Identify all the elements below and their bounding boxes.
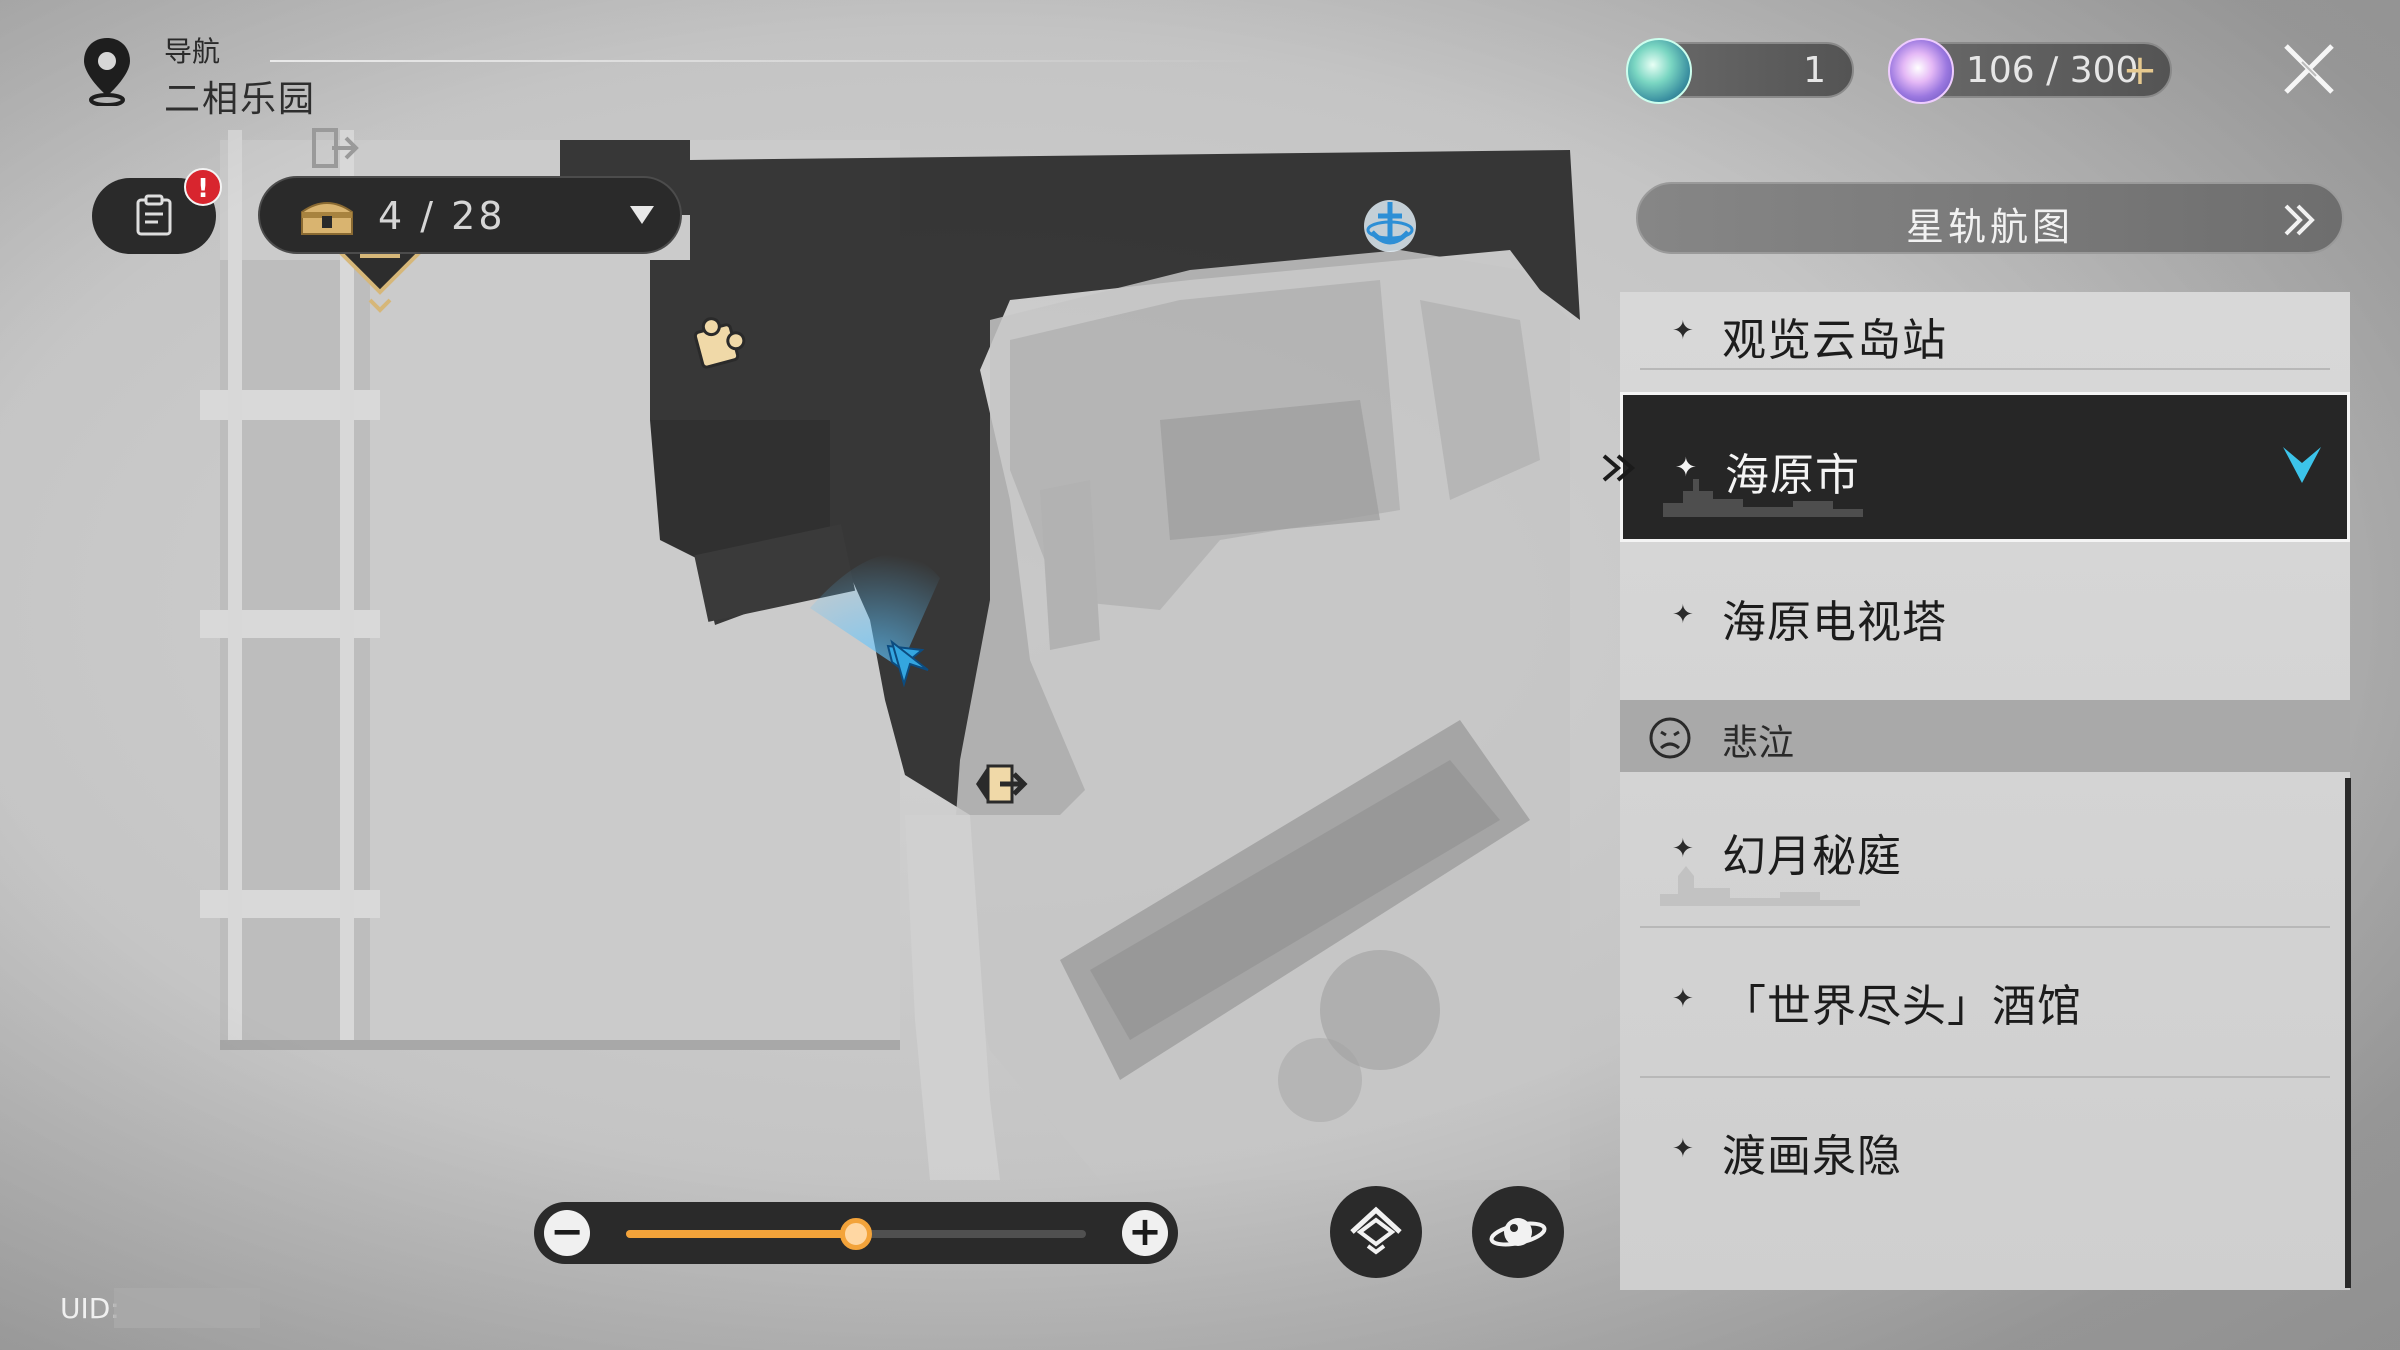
section-header-sorrow: 悲泣 [1620,700,2350,772]
zoom-in-button[interactable]: + [1122,1210,1168,1256]
close-icon[interactable] [2278,38,2340,100]
star-bullet-icon: ✦ [1672,834,1694,864]
treasure-chest-count: 4 / 28 [378,194,506,238]
planet-button[interactable] [1472,1186,1564,1278]
list-item-location[interactable]: ✦ 渡画泉隐 [1672,1131,1902,1182]
double-chevron-right-icon [2284,204,2315,236]
navigation-header: 导航 二相乐园 [78,30,458,120]
nav-label: 导航 [164,35,221,68]
add-power-icon[interactable]: + [2122,45,2158,94]
fuel-value: 1 [1803,50,1826,91]
puzzle-marker[interactable] [692,312,748,369]
treasure-chest-counter[interactable]: 4 / 28 [258,176,682,254]
sad-face-icon [1649,717,1691,759]
dropdown-triangle-icon[interactable] [630,206,654,224]
zoom-slider-track[interactable] [626,1218,1086,1250]
home-icon [1350,1206,1402,1255]
fuel-icon [1626,38,1692,104]
mission-alert-badge: ! [184,168,222,206]
star-bullet-icon: ✦ [1672,1134,1694,1164]
uid-label: UID: [60,1292,120,1325]
palace-silhouette-icon [1660,866,1860,906]
zoom-slider-fill [626,1230,856,1238]
list-item-location[interactable]: ✦ 观览云岛站 [1620,292,2350,370]
exit-marker[interactable] [976,764,1028,804]
trailblaze-power-icon [1888,38,1954,104]
list-item-location[interactable]: ✦ 「世界尽头」酒馆 [1620,928,2350,1078]
city-silhouette-icon [1663,479,1863,517]
home-button[interactable] [1330,1186,1422,1278]
current-location-check-icon [2283,447,2321,483]
treasure-chest-icon [301,202,353,235]
trailblaze-power-counter[interactable]: 106 / 300 + [1888,38,2172,104]
exit-marker-top[interactable] [312,128,359,168]
star-bullet-icon: ✦ [1672,316,1694,346]
fuel-counter[interactable]: 1 [1626,38,1854,104]
list-item-location[interactable]: ✦ 海原电视塔 [1672,597,1947,648]
list-scrollbar[interactable] [2345,778,2351,1288]
list-item-location-selected[interactable]: ✦ 海原市 [1620,392,2350,542]
planet-icon [1489,1218,1547,1247]
star-bullet-icon: ✦ [1672,984,1694,1014]
trailblaze-power-value: 106 / 300 [1966,50,2139,91]
star-bullet-icon: ✦ [1675,453,1697,483]
star-bullet-icon: ✦ [1672,600,1694,630]
section-label: 悲泣 [1722,723,1795,764]
star-rail-map-button[interactable]: 星轨航图 [1636,182,2344,254]
player-arrow [810,554,940,688]
nav-divider [270,60,1260,62]
current-location: 二相乐园 [164,79,317,120]
zoom-slider-handle[interactable] [840,1218,872,1250]
selection-pointer-icon [1602,454,1636,482]
location-pin-icon [84,38,130,106]
list-item-location[interactable]: ✦ 幻月秘庭 [1620,778,2350,928]
uid-value-masked [114,1288,260,1328]
zoom-out-button[interactable]: − [544,1210,590,1256]
zoom-control: − + [534,1202,1178,1264]
star-rail-map-label: 星轨航图 [1905,205,2074,249]
space-anchor-marker[interactable] [1364,200,1416,252]
mission-clipboard-icon [136,194,172,236]
location-list[interactable]: ✦ 观览云岛站 ✦ 海原市 ✦ 海原电视塔 悲泣 [1620,292,2350,1290]
